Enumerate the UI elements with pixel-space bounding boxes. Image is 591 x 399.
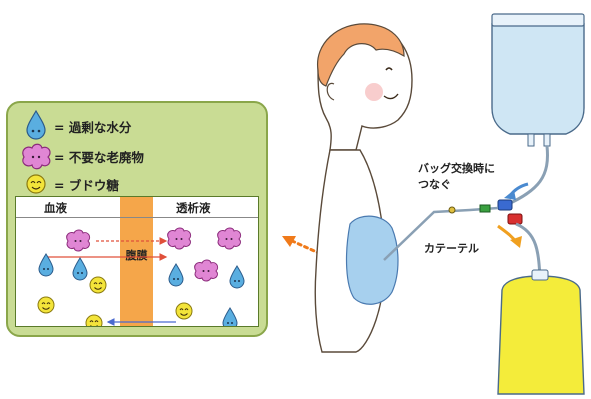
cheek: [365, 83, 383, 101]
peritoneum-membrane: [120, 197, 153, 326]
eye: [385, 67, 393, 71]
connect-label: つなぐ: [418, 178, 451, 191]
glucose-icon: [26, 174, 46, 194]
waste-icon: [22, 143, 51, 170]
membrane-label: 腹膜: [125, 249, 148, 262]
bag-exchange-label: バッグ交換時に: [418, 162, 495, 175]
diffusion-graphics: [37, 227, 245, 326]
catheter-label: カテーテル: [424, 242, 479, 255]
water-drop-icon: [26, 109, 46, 140]
header-divider: [16, 217, 258, 218]
smile: [383, 93, 399, 100]
legend-water-label: = 過剰な水分: [54, 120, 132, 135]
blood-header: 血液: [44, 201, 67, 215]
legend-waste-label: = 不要な老廃物: [54, 150, 144, 165]
fresh-dialysate-bag: [491, 23, 585, 135]
legend-glucose-label: = ブドウ糖: [54, 178, 119, 193]
peritoneal-cavity: [345, 215, 399, 305]
hair: [317, 23, 405, 87]
drain-bag: [497, 275, 585, 395]
legend-icons: [22, 109, 51, 194]
dialysis-diagram: 血液 透析液 腹膜: [15, 196, 259, 327]
dialysate-header: 透析液: [176, 201, 211, 215]
